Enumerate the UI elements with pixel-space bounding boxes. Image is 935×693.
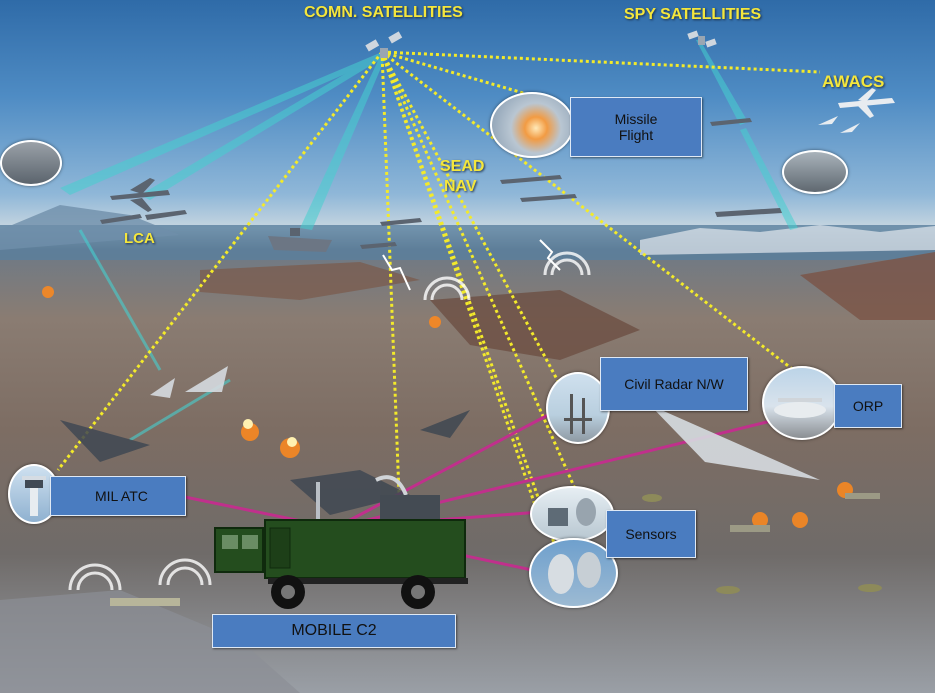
sensors-image [530, 486, 614, 542]
sensors-label: Sensors [625, 526, 677, 542]
satellite-beams [60, 40, 798, 230]
mobile-c2-label: MOBILE C2 [291, 622, 377, 639]
mil-atc-label: MIL ATC [95, 488, 148, 504]
mountain-range-right [640, 225, 935, 255]
mobile-c2-box[interactable]: MOBILE C2 [212, 614, 456, 648]
mountain-range [0, 205, 180, 250]
missile-flight-label-line2: Flight [618, 127, 654, 143]
foreground-rocks [0, 590, 300, 693]
aircraft-icon [100, 118, 782, 249]
satellite-icon [687, 30, 717, 48]
missile-flight-image [490, 92, 574, 158]
civil-radar-box[interactable]: Civil Radar N/W [600, 357, 748, 411]
radar-icon [68, 251, 591, 591]
comn-satellites-label: COMN. SATELLITIES [304, 4, 463, 21]
pilot-image [782, 150, 848, 194]
aircraft-icon [150, 366, 820, 480]
civil-radar-image [546, 372, 610, 444]
mil-atc-box[interactable]: MIL ATC [50, 476, 186, 516]
orp-box[interactable]: ORP [834, 384, 902, 428]
dish-antenna-image [529, 538, 618, 608]
truck-icon[interactable] [214, 519, 468, 609]
sensors-box[interactable]: Sensors [606, 510, 696, 558]
lca-label: LCA [124, 230, 155, 247]
beam-lca-down [78, 229, 162, 371]
orp-label: ORP [852, 398, 884, 414]
ship-icon [268, 228, 332, 252]
missile-flight-label-line1: Missile [614, 111, 658, 127]
satellite-links [56, 50, 821, 561]
signal-bolt [382, 254, 411, 291]
canyon-center [430, 290, 640, 360]
civil-radar-label: Civil Radar N/W [624, 376, 724, 392]
cockpit-image [0, 140, 62, 186]
aircraft-icon [818, 88, 895, 133]
missile-flight-box[interactable]: Missile Flight [570, 97, 702, 157]
awacs-label: AWACS [822, 72, 885, 91]
spy-satellites-label: SPY SATELLITIES [624, 6, 762, 23]
orp-image [762, 366, 842, 440]
canyon-right [800, 252, 935, 320]
ground-units [110, 493, 882, 606]
signal-bolt [539, 239, 561, 271]
nav-label: NAV [444, 178, 477, 195]
satellite-icon [365, 31, 403, 58]
sead-label: SEAD [440, 158, 485, 175]
canyon-left [200, 262, 420, 300]
